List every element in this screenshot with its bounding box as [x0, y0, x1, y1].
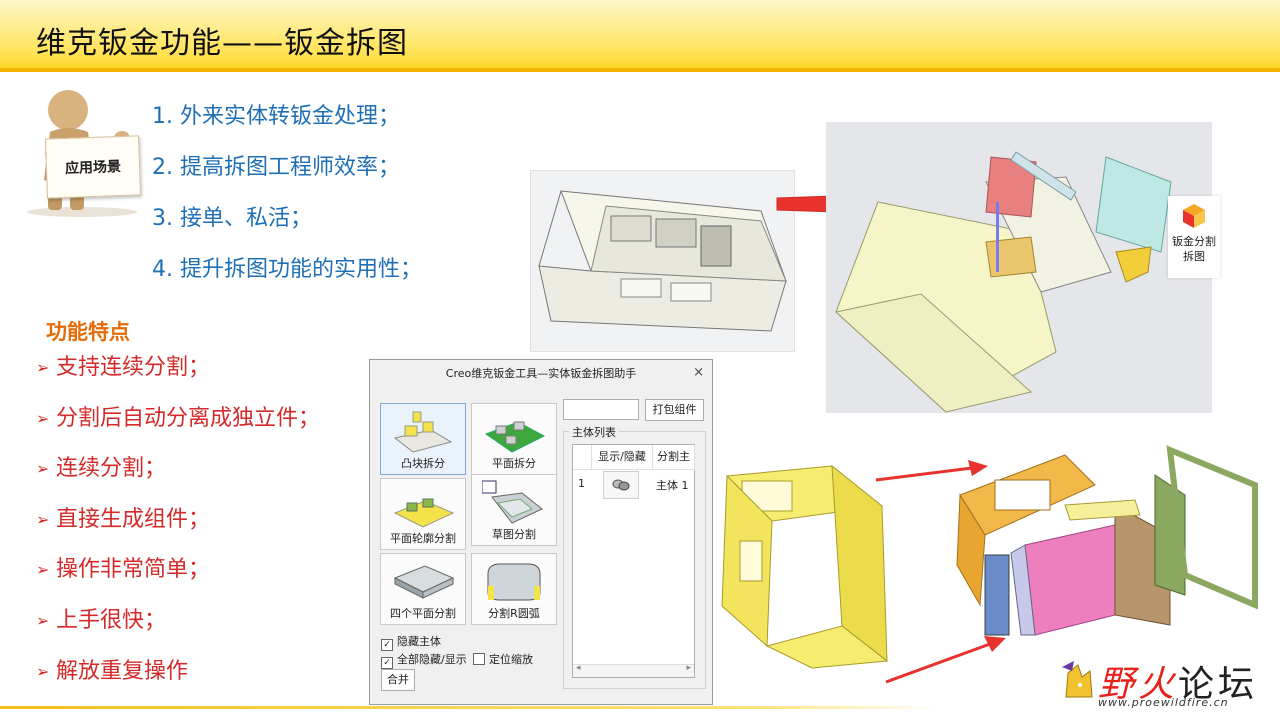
feature-item: ➢上手很快； [36, 604, 320, 655]
table-row-name: 主体 1 [656, 479, 689, 492]
cad-colored-exploded-image [955, 445, 1267, 640]
eye-glasses-icon [612, 479, 630, 491]
side-button-label-1: 钣金分割 [1172, 235, 1216, 248]
plane-split-tool[interactable]: 平面拆分 [471, 403, 557, 475]
red-pointer-arrow-icon [885, 636, 1006, 684]
feature-list: ➢支持连续分割； ➢分割后自动分离成独立件； ➢连续分割； ➢直接生成组件； ➢… [36, 351, 320, 705]
page-title: 维克钣金功能——钣金拆图 [36, 26, 408, 61]
arrow-bullet-icon: ➢ [36, 509, 50, 529]
tool-label: 凸块拆分 [401, 457, 445, 470]
side-button-label-2: 拆图 [1183, 250, 1205, 263]
close-icon[interactable]: × [693, 365, 704, 380]
body-table[interactable]: 显示/隐藏 分割主 1 主体 1 ◂ ▸ [572, 444, 695, 678]
flame-logo-icon [1062, 661, 1093, 698]
cad-assembled-housing-image [530, 170, 795, 352]
arrow-bullet-icon: ➢ [36, 610, 50, 630]
feature-item: ➢操作非常简单； [36, 553, 320, 604]
use-case-item: 1. 外来实体转钣金处理； [152, 104, 400, 129]
pack-name-input[interactable] [563, 399, 639, 420]
table-header-split: 分割主 [653, 445, 695, 470]
horizontal-scrollbar[interactable]: ◂ ▸ [573, 663, 694, 677]
scroll-right-icon[interactable]: ▸ [686, 663, 691, 673]
scene-label: 应用场景 [64, 159, 122, 177]
arrow-bullet-icon: ➢ [36, 358, 50, 377]
fillet-arc-split-icon [487, 563, 541, 601]
table-corner-header [573, 445, 592, 470]
sheetmetal-split-button[interactable]: 钣金分割 拆图 [1168, 196, 1220, 278]
body-list-label: 主体列表 [569, 424, 619, 440]
checkbox-checked-icon: ✓ [381, 657, 393, 669]
body-list-group [563, 431, 706, 689]
tool-label: 平面轮廓分割 [390, 532, 456, 545]
use-case-item: 4. 提升拆图功能的实用性； [152, 257, 422, 282]
logo-text-part2: 论坛 [1178, 664, 1259, 705]
table-header-visibility: 显示/隐藏 [592, 445, 653, 470]
checkbox-checked-icon: ✓ [381, 639, 393, 651]
plane-contour-split-tool[interactable]: 平面轮廓分割 [380, 478, 466, 550]
cad-yellow-frame-image [712, 456, 912, 671]
logo-text-part1: 野火 [1098, 664, 1179, 705]
four-plane-split-icon [393, 565, 455, 599]
tool-label: 四个平面分割 [390, 607, 456, 620]
split-assistant-dialog: Creo维克钣金工具—实体钣金拆图助手 × 凸块拆分 平面拆分 平面轮廓分割 [369, 359, 713, 705]
feature-item: ➢支持连续分割； [36, 351, 320, 402]
boss-split-tool[interactable]: 凸块拆分 [380, 403, 466, 475]
plane-contour-split-icon [393, 498, 455, 528]
tool-label: 分割R圆弧 [488, 607, 540, 620]
table-row-index: 1 [578, 477, 585, 490]
arrow-bullet-icon: ➢ [36, 661, 50, 681]
feature-item: ➢解放重复操作 [36, 655, 320, 706]
sketch-split-icon [482, 480, 543, 524]
dialog-title: Creo维克钣金工具—实体钣金拆图助手 [370, 360, 712, 388]
feature-item: ➢连续分割； [36, 452, 320, 503]
footer-rule [0, 706, 940, 709]
forum-logo: 野火论坛 www.proewildfire.cn [1058, 655, 1273, 713]
checkbox-unchecked-icon [473, 653, 485, 665]
use-case-list: 1. 外来实体转钣金处理； 2. 提高拆图工程师效率； 3. 接单、私活； 4.… [152, 100, 422, 304]
cad-exploded-view-image [826, 122, 1212, 413]
tool-label: 平面拆分 [492, 457, 536, 470]
sketch-split-tool[interactable]: 草图分割 [471, 474, 557, 546]
all-hide-show-checkbox[interactable]: ✓全部隐藏/显示 [381, 651, 467, 669]
tool-label: 草图分割 [492, 528, 536, 541]
logo-url: www.proewildfire.cn [1098, 696, 1229, 709]
hide-body-checkbox[interactable]: ✓隐藏主体 [381, 633, 441, 651]
red-pointer-arrow-icon [875, 460, 988, 482]
features-title: 功能特点 [46, 320, 130, 344]
scene-sign: 应用场景 [44, 135, 142, 199]
scroll-left-icon[interactable]: ◂ [576, 663, 581, 673]
use-case-item: 3. 接单、私活； [152, 206, 312, 231]
feature-item: ➢分割后自动分离成独立件； [36, 402, 320, 453]
boss-split-icon [393, 411, 453, 453]
logo-text: 野火论坛 [1098, 655, 1258, 707]
merge-button[interactable]: 合并 [381, 669, 415, 691]
locate-zoom-checkbox[interactable]: 定位缩放 [473, 651, 533, 667]
plane-split-icon [484, 421, 546, 453]
four-plane-split-tool[interactable]: 四个平面分割 [380, 553, 466, 625]
title-bar: 维克钣金功能——钣金拆图 [0, 0, 1280, 72]
cube-split-icon [1183, 204, 1205, 228]
pack-assembly-button[interactable]: 打包组件 [645, 399, 704, 421]
title-rule [0, 68, 1280, 72]
arrow-bullet-icon: ➢ [36, 408, 50, 428]
visibility-toggle-button[interactable] [603, 471, 639, 499]
arrow-bullet-icon: ➢ [36, 459, 50, 479]
fillet-arc-split-tool[interactable]: 分割R圆弧 [471, 553, 557, 625]
arrow-bullet-icon: ➢ [36, 560, 50, 580]
feature-item: ➢直接生成组件； [36, 503, 320, 554]
use-case-item: 2. 提高拆图工程师效率； [152, 155, 400, 180]
